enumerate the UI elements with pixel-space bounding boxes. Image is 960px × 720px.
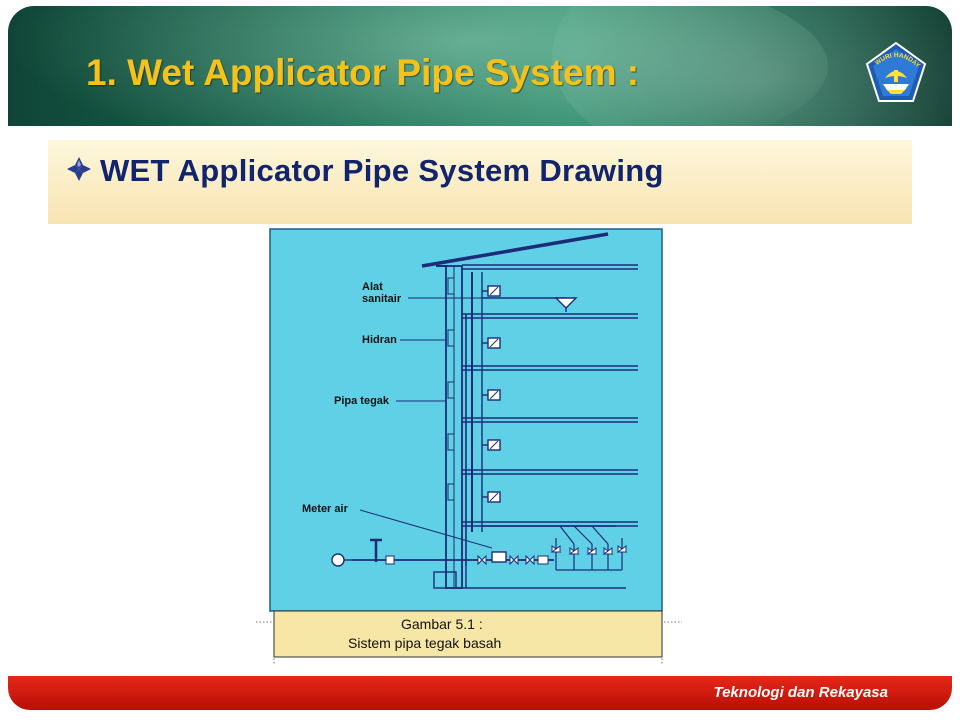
supply-valves bbox=[477, 554, 535, 566]
slide-title: 1. Wet Applicator Pipe System : bbox=[86, 52, 640, 93]
label-hidran: Hidran bbox=[362, 334, 397, 346]
slide-subtitle: WET Applicator Pipe System Drawing bbox=[100, 153, 664, 188]
hydrant-marks bbox=[489, 286, 499, 502]
roof-line bbox=[421, 232, 609, 268]
caption-line-1: Gambar 5.1 : bbox=[401, 616, 483, 632]
label-pipa-tegak: Pipa tegak bbox=[334, 395, 390, 407]
label-sanitair: sanitair bbox=[362, 293, 402, 305]
diamond-bullet-icon bbox=[67, 157, 91, 181]
caption-box bbox=[273, 610, 663, 658]
supply-source-icon bbox=[331, 553, 345, 567]
footer-text: Teknologi dan Rekayasa bbox=[713, 684, 888, 701]
sanitary-fixture-icon bbox=[554, 297, 578, 309]
footer-bar: Teknologi dan Rekayasa bbox=[8, 676, 952, 710]
label-alat: Alat bbox=[362, 281, 383, 293]
riser-base bbox=[433, 571, 457, 589]
label-meter-air: Meter air bbox=[302, 503, 349, 515]
tut-wuri-handayani-logo-icon: TUT WURI HANDAYANI bbox=[861, 40, 927, 102]
water-meter-icon bbox=[491, 551, 507, 563]
valve-icons bbox=[550, 545, 628, 555]
wall-hatching bbox=[447, 277, 455, 501]
pump-icon bbox=[370, 538, 382, 562]
hydrant-branches bbox=[482, 290, 488, 498]
pipe-system-diagram: Alat sanitair Hidran Pipa tegak Meter ai… bbox=[256, 228, 682, 664]
valve-set bbox=[555, 525, 623, 571]
header-swoosh bbox=[8, 6, 828, 126]
header-banner bbox=[8, 6, 952, 126]
caption-line-2: Sistem pipa tegak basah bbox=[348, 635, 501, 651]
subtitle-banner bbox=[48, 140, 912, 224]
